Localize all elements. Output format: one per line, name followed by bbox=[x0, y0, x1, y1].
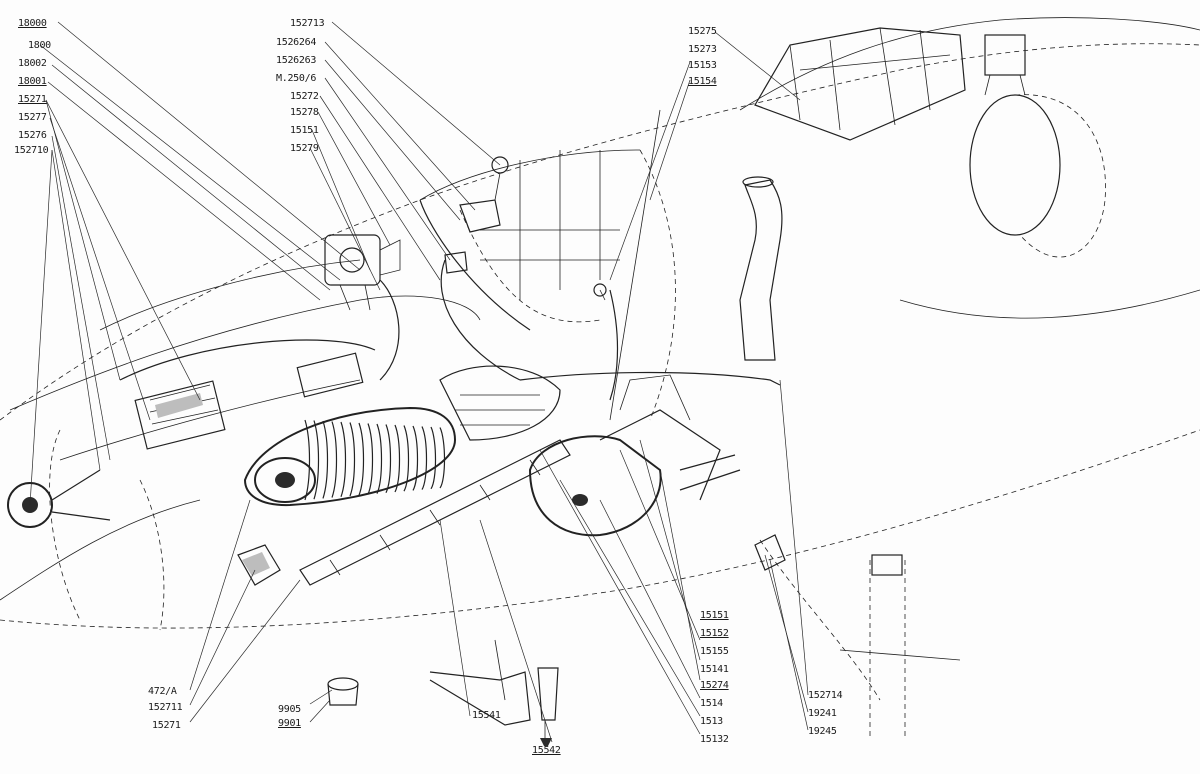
part-label-15274: 15274 bbox=[700, 680, 729, 691]
part-label-15151-top: 15151 bbox=[290, 125, 319, 136]
part-label-15271-top: 15271 bbox=[18, 94, 47, 105]
engine-cooling-fins bbox=[304, 419, 446, 501]
propeller-hub bbox=[7, 429, 165, 631]
cooling-fin bbox=[358, 422, 365, 496]
cooling-fin bbox=[385, 424, 392, 494]
part-label-15155: 15155 bbox=[700, 646, 729, 657]
part-label-15542: 15542 bbox=[532, 745, 561, 756]
fitting-part bbox=[754, 534, 786, 571]
cooling-fin bbox=[322, 420, 329, 499]
cooling-fin bbox=[376, 423, 383, 494]
part-label-152710: 152710 bbox=[14, 145, 49, 156]
part-label-152711: 152711 bbox=[148, 702, 183, 713]
part-label-152714: 152714 bbox=[808, 690, 843, 701]
part-label-19245: 19245 bbox=[808, 726, 837, 737]
part-label-m250-6: M.250/6 bbox=[276, 73, 317, 84]
cap-part bbox=[327, 677, 359, 706]
bracket-left bbox=[237, 544, 281, 586]
canopy bbox=[754, 27, 966, 141]
cooling-fin bbox=[412, 425, 419, 491]
part-label-18002: 18002 bbox=[18, 58, 47, 69]
part-label-15141: 15141 bbox=[700, 664, 729, 675]
cooling-fin bbox=[331, 421, 338, 498]
part-label-15277: 15277 bbox=[18, 112, 47, 123]
part-label-152713: 152713 bbox=[290, 18, 325, 29]
bolt-part bbox=[537, 667, 559, 746]
cooling-fin bbox=[430, 426, 437, 490]
part-label-15153: 15153 bbox=[688, 60, 717, 71]
cooling-fin bbox=[403, 425, 410, 492]
rear-fuselage-part bbox=[969, 34, 1106, 258]
part-label-15276: 15276 bbox=[18, 130, 47, 141]
cooling-fin bbox=[421, 426, 428, 490]
part-label-9901: 9901 bbox=[278, 718, 301, 729]
part-label-15278: 15278 bbox=[290, 107, 319, 118]
part-label-15271-bottom: 15271 bbox=[152, 720, 181, 731]
accessory-gearbox bbox=[528, 374, 741, 537]
part-label-472a: 472/A bbox=[148, 686, 177, 697]
engine-cowling bbox=[0, 259, 481, 601]
part-label-15132: 15132 bbox=[700, 734, 729, 745]
part-label-18001: 18001 bbox=[18, 76, 47, 87]
leader-lines bbox=[29, 21, 809, 743]
part-label-1514: 1514 bbox=[700, 698, 723, 709]
cooling-fin bbox=[439, 427, 446, 489]
part-label-15273: 15273 bbox=[688, 44, 717, 55]
part-label-15272: 15272 bbox=[290, 91, 319, 102]
part-label-15152: 15152 bbox=[700, 628, 729, 639]
engine-bay-frame bbox=[419, 109, 676, 421]
engine-block bbox=[243, 406, 457, 507]
fuel-lines bbox=[119, 199, 781, 401]
cooling-fin bbox=[367, 423, 374, 495]
bracket-part bbox=[429, 639, 531, 726]
cooling-fin bbox=[340, 421, 347, 498]
fuselage-outline bbox=[0, 17, 1200, 629]
part-label-1526264: 1526264 bbox=[276, 37, 317, 48]
part-label-1513: 1513 bbox=[700, 716, 723, 727]
fuel-valve bbox=[444, 156, 509, 274]
part-label-1800: 1800 bbox=[28, 40, 51, 51]
magneto-assembly bbox=[324, 234, 401, 311]
part-label-15154: 15154 bbox=[688, 76, 717, 87]
part-label-15275: 15275 bbox=[688, 26, 717, 37]
engine-mount-beam bbox=[299, 365, 571, 586]
part-label-15151-bottom: 15151 bbox=[700, 610, 729, 621]
cooling-fin bbox=[349, 422, 356, 497]
part-label-19241: 19241 bbox=[808, 708, 837, 719]
part-label-1526263: 1526263 bbox=[276, 55, 317, 66]
part-label-15279: 15279 bbox=[290, 143, 319, 154]
part-label-18000: 18000 bbox=[18, 18, 47, 29]
cooling-fin bbox=[394, 424, 401, 493]
part-label-9905: 9905 bbox=[278, 704, 301, 715]
landing-gear-strut bbox=[759, 539, 961, 740]
part-label-15541: 15541 bbox=[472, 710, 501, 721]
exhaust-pipe bbox=[739, 176, 783, 361]
cooling-fin bbox=[304, 419, 311, 501]
cooling-fin bbox=[313, 420, 320, 500]
